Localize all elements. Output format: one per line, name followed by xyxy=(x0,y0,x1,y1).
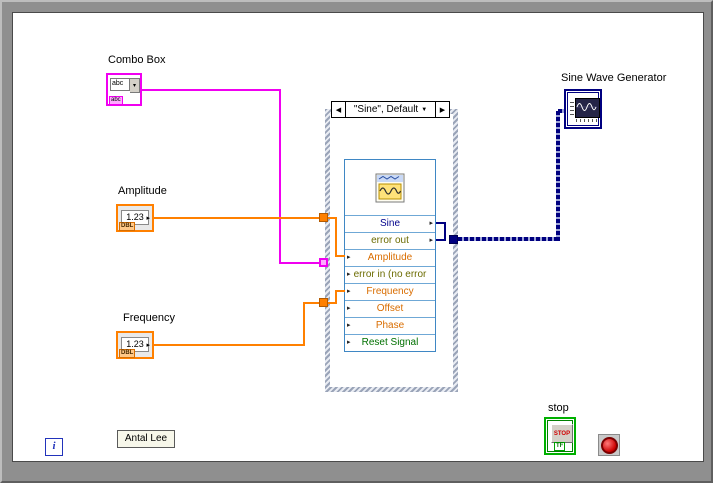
output-arrow-icon: ▸ xyxy=(429,237,433,244)
next-case-arrow-icon[interactable]: ▶ xyxy=(435,102,449,117)
express-vi-terminal-amplitude[interactable]: ▸ Amplitude xyxy=(345,249,435,266)
amplitude-terminal[interactable]: 1.23 ▸ DBL xyxy=(116,204,154,232)
dynamic-data-tunnel[interactable] xyxy=(449,235,458,244)
frequency-tunnel[interactable] xyxy=(319,298,328,307)
dbl-type-tag: DBL xyxy=(119,349,136,358)
express-vi-terminal-sine[interactable]: Sine ▸ xyxy=(345,215,435,232)
sine-wave-generator-label: Sine Wave Generator xyxy=(561,72,667,84)
express-vi-terminal-reset-signal[interactable]: ▸ Reset Signal xyxy=(345,334,435,351)
block-diagram-canvas[interactable]: Combo Box Amplitude Frequency Sine Wave … xyxy=(12,12,704,462)
round-led-button[interactable] xyxy=(598,434,620,456)
graph-x-ticks xyxy=(576,119,598,122)
stop-button-terminal[interactable]: STOP TF xyxy=(544,417,576,455)
amplitude-value: 1.23 xyxy=(121,210,149,225)
simulate-signal-express-vi[interactable]: Sine ▸ error out ▸ ▸ Amplitude ▸ error i… xyxy=(344,159,436,352)
case-selector-text[interactable]: "Sine", Default xyxy=(353,104,419,115)
dynamic-wire-h2[interactable] xyxy=(558,109,564,113)
terminal-label: Frequency xyxy=(366,286,414,297)
express-vi-terminal-error-in[interactable]: ▸ error in (no error xyxy=(345,266,435,283)
express-vi-terminal-error-out[interactable]: error out ▸ xyxy=(345,232,435,249)
input-arrow-icon: ▸ xyxy=(347,339,351,346)
sine-waveform-icon xyxy=(375,173,405,202)
frequency-label: Frequency xyxy=(123,312,175,324)
info-icon: i xyxy=(45,438,63,456)
frequency-wire-v[interactable] xyxy=(303,302,305,346)
amplitude-wire[interactable] xyxy=(154,217,325,219)
input-arrow-icon: ▸ xyxy=(347,254,351,261)
frequency-terminal[interactable]: 1.23 ▸ DBL xyxy=(116,331,154,359)
sine-out-wire2[interactable] xyxy=(444,222,446,241)
combo-box-terminal[interactable]: abc ▾ abc xyxy=(106,73,142,106)
frequency-wire-in1[interactable] xyxy=(328,302,337,304)
frequency-value: 1.23 xyxy=(121,337,149,352)
terminal-label: error out xyxy=(371,235,409,246)
amplitude-wire-in3[interactable] xyxy=(335,255,345,257)
terminal-label: Phase xyxy=(375,320,405,331)
combo-dropdown-icon[interactable]: ▾ xyxy=(130,78,140,93)
numeric-arrow-icon: ▸ xyxy=(146,342,150,349)
dynamic-wire-h1[interactable] xyxy=(458,237,560,241)
express-vi-terminal-frequency[interactable]: ▸ Frequency xyxy=(345,283,435,300)
frequency-wire-in2[interactable] xyxy=(335,290,337,304)
dbl-type-tag: DBL xyxy=(119,222,136,231)
numeric-arrow-icon: ▸ xyxy=(146,215,150,222)
case-dropdown-icon[interactable]: ▼ xyxy=(421,106,428,113)
case-selector-tunnel[interactable] xyxy=(319,258,328,267)
string-wire-v[interactable] xyxy=(279,89,281,264)
string-wire-h2[interactable] xyxy=(279,262,325,264)
combo-box-label: Combo Box xyxy=(108,54,166,66)
output-arrow-icon: ▸ xyxy=(429,220,433,227)
sine-wave-generator-terminal[interactable] xyxy=(564,89,602,129)
amplitude-tunnel[interactable] xyxy=(319,213,328,222)
errorout-wire[interactable] xyxy=(436,239,446,241)
express-vi-terminal-phase[interactable]: ▸ Phase xyxy=(345,317,435,334)
express-vi-terminal-offset[interactable]: ▸ Offset xyxy=(345,300,435,317)
waveform-graph-icon xyxy=(575,98,600,118)
input-arrow-icon: ▸ xyxy=(347,288,351,295)
terminal-label: Reset Signal xyxy=(361,337,419,348)
dynamic-wire-v[interactable] xyxy=(556,111,560,241)
string-wire-h1[interactable] xyxy=(142,89,281,91)
sine-out-wire1[interactable] xyxy=(436,222,446,224)
input-arrow-icon: ▸ xyxy=(347,305,351,312)
amplitude-label: Amplitude xyxy=(118,185,167,197)
amplitude-wire-in1[interactable] xyxy=(328,217,337,219)
express-vi-icon-area[interactable] xyxy=(345,160,435,215)
frequency-wire-h2[interactable] xyxy=(303,302,325,304)
frequency-wire-in3[interactable] xyxy=(335,290,345,292)
string-type-tag: abc xyxy=(109,96,123,105)
case-selector-label[interactable]: ◀ "Sine", Default ▼ ▶ xyxy=(331,101,450,118)
free-label: Antal Lee xyxy=(117,430,175,448)
graph-y-ticks xyxy=(570,99,574,115)
red-led-icon xyxy=(600,436,618,454)
terminal-label: Offset xyxy=(376,303,404,314)
terminal-label: Sine xyxy=(379,218,400,229)
boolean-type-tag: TF xyxy=(554,442,566,451)
stop-button-face[interactable]: STOP xyxy=(551,424,573,443)
stop-button-text: STOP xyxy=(553,430,571,437)
terminal-label: error in (no error xyxy=(353,269,427,280)
amplitude-wire-in2[interactable] xyxy=(335,217,337,257)
combo-box-value: abc xyxy=(110,78,130,91)
input-arrow-icon: ▸ xyxy=(347,271,351,278)
previous-case-arrow-icon[interactable]: ◀ xyxy=(332,102,346,117)
input-arrow-icon: ▸ xyxy=(347,322,351,329)
frequency-wire-h1[interactable] xyxy=(154,344,305,346)
stop-label: stop xyxy=(548,402,569,414)
terminal-label: Amplitude xyxy=(367,252,413,263)
